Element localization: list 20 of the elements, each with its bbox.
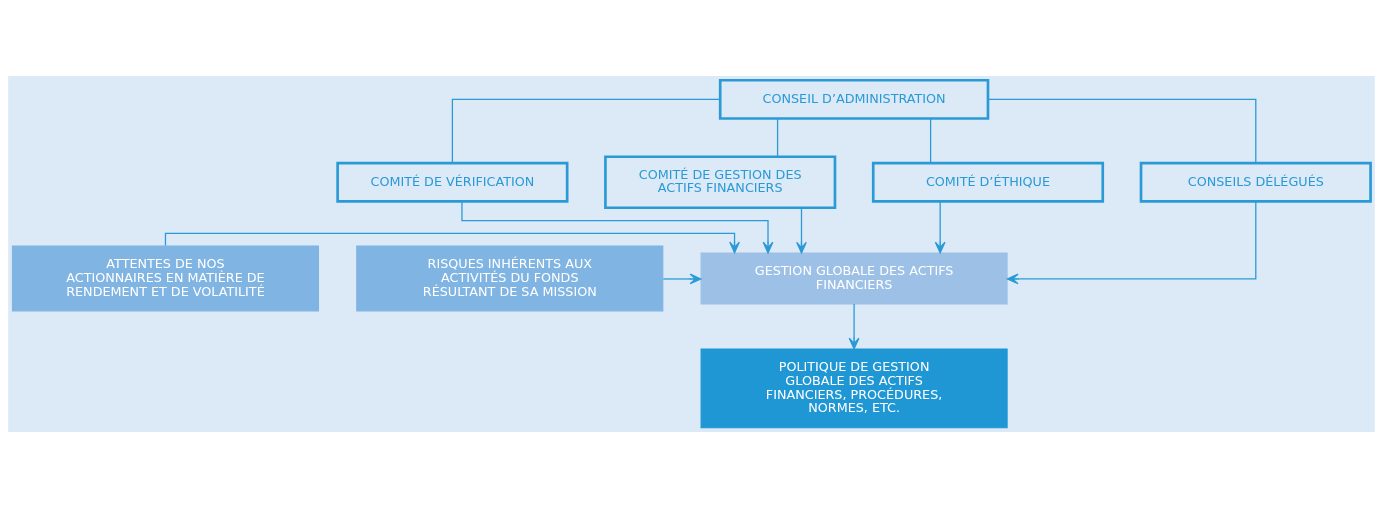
arrow [461, 201, 774, 254]
node-box: POLITIQUE DE GESTION GLOBALE DES ACTIFS FINANCIERS, PROCÉDURES, NORMES, ETC. [700, 348, 1008, 429]
connector [987, 98, 1257, 164]
arrow [934, 201, 946, 254]
node-box: COMITÉ DE GESTION DES ACTIFS FINANCIERS [604, 155, 837, 210]
node-box: CONSEIL D’ADMINISTRATION [718, 78, 990, 120]
node-box: COMITÉ DE VÉRIFICATION [336, 161, 569, 203]
arrow [796, 207, 807, 254]
node-box: RISQUES INHÉRENTS AUX ACTIVITÉS DU FONDS RÉSULTANT DE SA MISSION [356, 245, 664, 312]
connector [776, 117, 779, 158]
arrow [1006, 201, 1257, 285]
node-box: COMITÉ D’ÉTHIQUE [871, 161, 1105, 203]
connector [929, 117, 932, 164]
arrow [662, 273, 702, 285]
arrow [164, 232, 740, 254]
node-box: CONSEILS DÉLÉGUÉS [1139, 161, 1372, 203]
node-box: GESTION GLOBALE DES ACTIFS FINANCIERS [700, 252, 1008, 305]
node-box: ATTENTES DE NOS ACTIONNAIRES EN MATIÈRE DE RENDEMENT ET DE VOLATILITÉ [11, 245, 320, 312]
connector [451, 98, 721, 164]
arrow [848, 303, 860, 350]
